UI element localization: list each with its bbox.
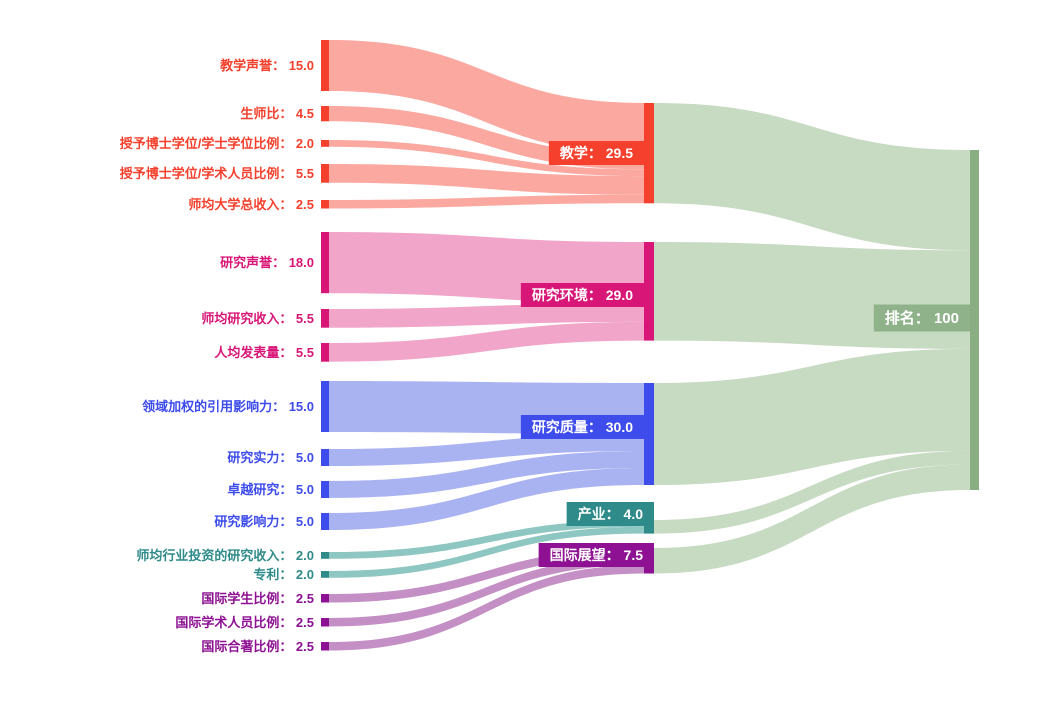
sankey-node-research_strength — [321, 449, 329, 466]
metric-label-intl_staff: 国际学术人员比例： 2.5 — [175, 615, 314, 630]
metric-label-research_reputation: 研究声誉： 18.0 — [220, 255, 314, 270]
sankey-nodes — [321, 40, 979, 651]
category-label-text: 研究质量： 30.0 — [532, 419, 633, 435]
sankey-node-intl_coauthorship — [321, 642, 329, 651]
sankey-node-intl_staff — [321, 618, 329, 627]
metric-label-research_strength: 研究实力： 5.0 — [227, 450, 314, 465]
sankey-link-doctorate_staff_ratio-teaching — [329, 164, 644, 195]
metric-label-research_income: 师均研究收入： 5.5 — [201, 311, 314, 326]
metric-label-citation_impact: 领域加权的引用影响力： 15.0 — [142, 399, 314, 414]
sankey-link-intl_students-international_outlook — [329, 548, 644, 603]
sankey-link-patents-industry — [329, 526, 644, 578]
category-label-text: 产业： 4.0 — [578, 506, 644, 522]
category-label-text: 研究环境： 29.0 — [532, 287, 633, 303]
metric-label-teaching_reputation: 教学声誉： 15.0 — [219, 58, 314, 73]
sankey-node-doctorate_staff_ratio — [321, 164, 329, 183]
sankey-link-industry_income-industry — [329, 520, 644, 559]
sankey-link-international_outlook-rank — [654, 464, 970, 574]
category-label-industry: 产业： 4.0 — [566, 502, 654, 526]
sankey-node-research_influence — [321, 513, 329, 530]
sankey-node-student_staff_ratio — [321, 106, 329, 122]
metric-label-industry_income: 师均行业投资的研究收入： 2.0 — [136, 548, 314, 563]
category-label-text: 排名： 100 — [885, 309, 959, 327]
metric-label-intl_coauthorship: 国际合著比例： 2.5 — [201, 639, 314, 654]
sankey-node-institutional_income — [321, 200, 329, 209]
sankey-node-research_environment — [644, 242, 654, 341]
sankey-node-industry_income — [321, 552, 329, 559]
metric-label-institutional_income: 师均大学总收入： 2.5 — [188, 197, 314, 212]
category-label-box — [548, 141, 644, 165]
category-label-box — [538, 543, 654, 567]
sankey-labels: 教学声誉： 15.0 生师比： 4.5 授予博士学位/学士学位比例： 2.0 授予博士… — [120, 58, 970, 654]
sankey-node-rank — [970, 150, 979, 490]
metric-label-patents: 专利： 2.0 — [253, 567, 314, 582]
category-label-box — [520, 415, 644, 439]
sankey-node-industry — [644, 520, 654, 534]
sankey-node-research_reputation — [321, 232, 329, 294]
metric-label-research_influence: 研究影响力： 5.0 — [214, 514, 314, 529]
sankey-node-citation_impact — [321, 381, 329, 432]
sankey-link-industry-rank — [654, 450, 970, 534]
sankey-link-research_income-research_environment — [329, 303, 644, 328]
sankey-link-research_quality-rank — [654, 348, 970, 485]
category-label-international_outlook: 国际展望： 7.5 — [538, 543, 654, 567]
sankey-link-doctorate_bachelor_ratio-teaching — [329, 140, 644, 177]
metric-label-doctorate_staff_ratio: 授予博士学位/学术人员比例： 5.5 — [120, 166, 314, 181]
category-label-box — [520, 283, 644, 307]
category-label-rank: 排名： 100 — [873, 304, 970, 332]
sankey-node-research_productivity — [321, 343, 329, 362]
sankey-node-teaching_reputation — [321, 40, 329, 91]
sankey-link-institutional_income-teaching — [329, 194, 644, 209]
sankey-node-patents — [321, 571, 329, 578]
sankey-link-research_environment-rank — [654, 242, 970, 349]
sankey-link-teaching_reputation-teaching — [329, 40, 644, 154]
category-label-box — [566, 502, 654, 526]
category-label-research_quality: 研究质量： 30.0 — [520, 415, 644, 439]
category-label-text: 教学： 29.5 — [560, 145, 633, 161]
metric-label-student_staff_ratio: 生师比： 4.5 — [240, 106, 314, 121]
sankey-node-doctorate_bachelor_ratio — [321, 140, 329, 147]
metric-label-doctorate_bachelor_ratio: 授予博士学位/学士学位比例： 2.0 — [120, 136, 314, 151]
sankey-link-research_productivity-research_environment — [329, 321, 644, 362]
sankey-node-intl_students — [321, 594, 329, 603]
sankey-node-research_quality — [644, 383, 654, 485]
sankey-node-teaching — [644, 103, 654, 204]
sankey-links — [329, 40, 970, 651]
sankey-link-research_strength-research_quality — [329, 434, 644, 466]
sankey-link-research_excellence-research_quality — [329, 451, 644, 498]
category-label-research_environment: 研究环境： 29.0 — [520, 283, 644, 307]
sankey-node-research_excellence — [321, 481, 329, 498]
metric-label-intl_students: 国际学生比例： 2.5 — [201, 591, 314, 606]
sankey-link-intl_staff-international_outlook — [329, 556, 644, 627]
category-label-box — [873, 304, 970, 332]
sankey-node-research_income — [321, 309, 329, 328]
sankey-link-intl_coauthorship-international_outlook — [329, 565, 644, 651]
category-label-teaching: 教学： 29.5 — [548, 141, 644, 165]
sankey-link-teaching-rank — [654, 103, 970, 251]
category-label-text: 国际展望： 7.5 — [550, 547, 644, 563]
sankey-link-research_influence-research_quality — [329, 468, 644, 530]
metric-label-research_excellence: 卓越研究： 5.0 — [227, 482, 314, 497]
metric-label-research_productivity: 人均发表量： 5.5 — [214, 345, 314, 360]
